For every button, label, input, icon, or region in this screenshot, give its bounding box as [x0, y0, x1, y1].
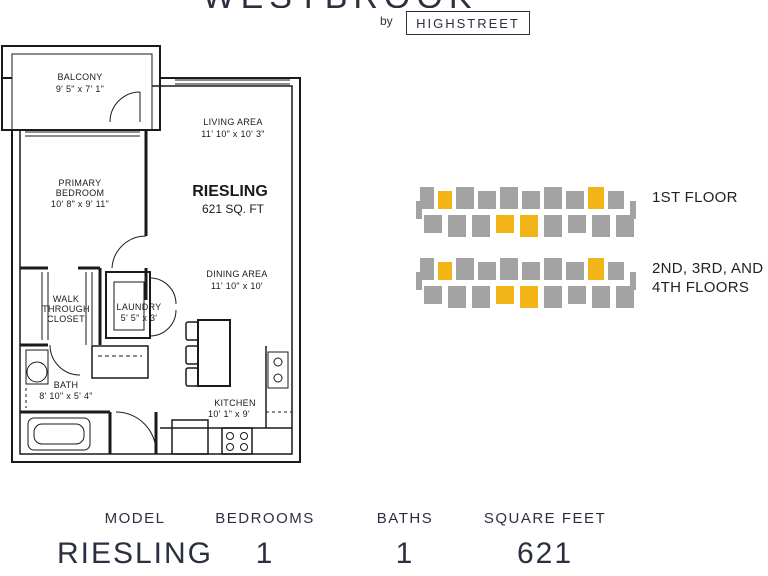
baths-label: BATHS	[376, 510, 434, 527]
keymap-unit	[608, 262, 624, 280]
keymap-unit	[456, 187, 474, 209]
highstreet-text: HIGHSTREET	[416, 15, 520, 31]
balcony-label: BALCONY	[57, 72, 102, 82]
upper-floors-keymap	[416, 258, 636, 308]
keymap-end	[416, 201, 422, 219]
highstreet-logo: HIGHSTREET	[406, 11, 530, 35]
sqft-value: 621	[516, 537, 574, 570]
keymap-unit	[588, 258, 604, 280]
keymap-unit	[420, 187, 434, 209]
baths-col: BATHS 1	[360, 510, 450, 571]
keymap-unit	[456, 258, 474, 280]
keymap-unit	[592, 215, 610, 237]
keymap-unit	[544, 258, 562, 280]
keymap-unit	[420, 258, 434, 280]
closet-label-1: WALK	[53, 294, 79, 304]
keymap-unit	[438, 191, 452, 209]
keymap-unit	[544, 286, 562, 308]
keymap-unit	[448, 215, 466, 237]
keymap-unit	[438, 262, 452, 280]
keymap-unit	[616, 215, 634, 237]
keymap-unit	[424, 215, 442, 233]
upper-floors-label-2: 4TH FLOORS	[652, 279, 750, 296]
sqft-col: SQUARE FEET 621	[480, 510, 610, 571]
model-label: MODEL	[104, 510, 166, 527]
keymap-unit	[520, 286, 538, 308]
bedrooms-col: BEDROOMS 1	[210, 510, 320, 571]
keymap-unit	[500, 187, 518, 209]
keymap-unit	[616, 286, 634, 308]
unit-sqft: 621 SQ. FT	[202, 202, 265, 216]
keymap-end	[630, 272, 636, 290]
keymap-unit	[472, 215, 490, 237]
stove	[221, 427, 253, 455]
keymap-unit	[608, 191, 624, 209]
living-label: LIVING AREA	[203, 117, 262, 127]
kitchen-label: KITCHEN	[214, 398, 256, 408]
keymap-unit	[520, 215, 538, 237]
brand-by: by	[380, 14, 393, 28]
keymap-unit	[568, 215, 586, 233]
first-floor-keymap	[416, 187, 636, 237]
unit-summary: MODEL RIESLING BEDROOMS 1 BATHS 1 SQUARE…	[0, 510, 768, 576]
keymap-unit	[448, 286, 466, 308]
keymap-unit	[522, 262, 540, 280]
unit-name: RIESLING	[192, 183, 268, 200]
closet-label-2: THROUGH	[42, 304, 90, 314]
balcony-dims: 9' 5" x 7' 1"	[56, 84, 104, 94]
laundry-outline	[105, 271, 151, 339]
first-floor-label: 1ST FLOOR	[652, 189, 738, 206]
kitchen-dims: 10' 1" x 9'	[208, 409, 250, 419]
dining-label: DINING AREA	[206, 269, 267, 279]
keymap-unit	[424, 286, 442, 304]
primary-label-1: PRIMARY	[59, 178, 102, 188]
keymap-end	[630, 201, 636, 219]
living-dims: 11' 10" x 10' 3"	[201, 129, 265, 139]
closet-label-3: CLOSET	[47, 314, 85, 324]
keymap-unit	[500, 258, 518, 280]
keymap-unit	[496, 215, 514, 233]
kitchen-island	[197, 319, 231, 387]
keymap-unit	[478, 191, 496, 209]
primary-dims: 10' 8" x 9' 11"	[51, 199, 109, 209]
primary-label-2: BEDROOM	[56, 188, 105, 198]
bath-dims: 8' 10" x 5' 4"	[39, 391, 93, 401]
keymap-unit	[544, 215, 562, 237]
dining-dims: 11' 10" x 10'	[211, 281, 263, 291]
model-col: MODEL RIESLING	[40, 510, 230, 571]
keymap-unit	[566, 191, 584, 209]
baths-value: 1	[395, 537, 415, 570]
upper-floors-label-1: 2ND, 3RD, AND	[652, 260, 764, 277]
keymap-unit	[478, 262, 496, 280]
keymap-unit	[472, 286, 490, 308]
keymap-end	[416, 272, 422, 290]
keymap-unit	[568, 286, 586, 304]
model-value: RIESLING	[56, 537, 214, 570]
keymap-unit	[588, 187, 604, 209]
laundry-label: LAUNDRY	[117, 302, 162, 312]
sqft-label: SQUARE FEET	[483, 510, 607, 527]
bedrooms-label: BEDROOMS	[215, 510, 315, 527]
keymap-unit	[544, 187, 562, 209]
keymap-unit	[522, 191, 540, 209]
keymap-unit	[496, 286, 514, 304]
keymap-unit	[566, 262, 584, 280]
bathtub	[27, 417, 91, 451]
bedrooms-value: 1	[255, 537, 275, 570]
brand-wordmark: WESTBROOK	[160, 0, 520, 8]
laundry-dims: 5' 5" x 3'	[121, 313, 158, 323]
bath-label: BATH	[54, 380, 79, 390]
keymap-unit	[592, 286, 610, 308]
